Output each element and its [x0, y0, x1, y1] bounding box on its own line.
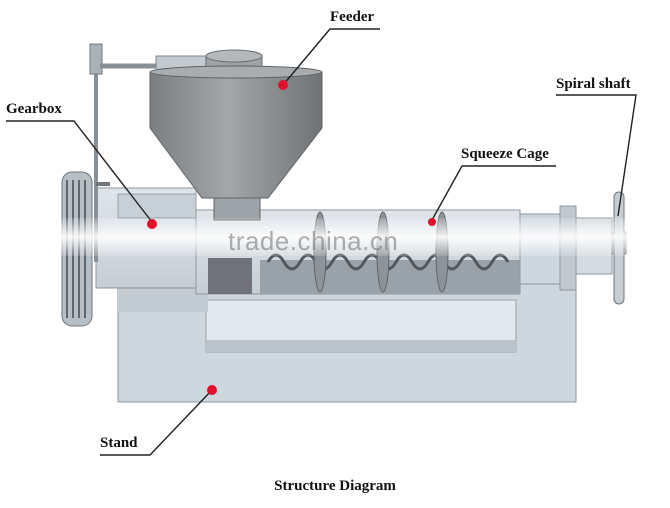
squeeze-cage-marker — [428, 218, 436, 226]
markers — [147, 80, 436, 395]
label-spiral-shaft: Spiral shaft — [556, 76, 631, 92]
gearbox-leader — [6, 120, 153, 223]
leader-lines — [6, 28, 637, 456]
stand-marker — [207, 385, 217, 395]
gearbox-marker — [147, 219, 157, 229]
feeder-marker — [278, 80, 288, 90]
label-squeeze-cage: Squeeze Cage — [461, 146, 549, 162]
label-feeder: Feeder — [330, 9, 375, 25]
spiral-shaft-leader — [556, 94, 637, 217]
stand-base — [117, 281, 577, 403]
feeder-leader — [282, 28, 380, 86]
label-gearbox: Gearbox — [6, 101, 62, 117]
stand-leader — [100, 389, 213, 456]
squeeze-cage-leader — [431, 165, 556, 221]
feeder-hopper — [149, 49, 323, 221]
diagram-caption: Structure Diagram — [274, 478, 396, 494]
label-stand: Stand — [100, 435, 138, 451]
watermark-text: trade.china.cn — [228, 226, 399, 256]
